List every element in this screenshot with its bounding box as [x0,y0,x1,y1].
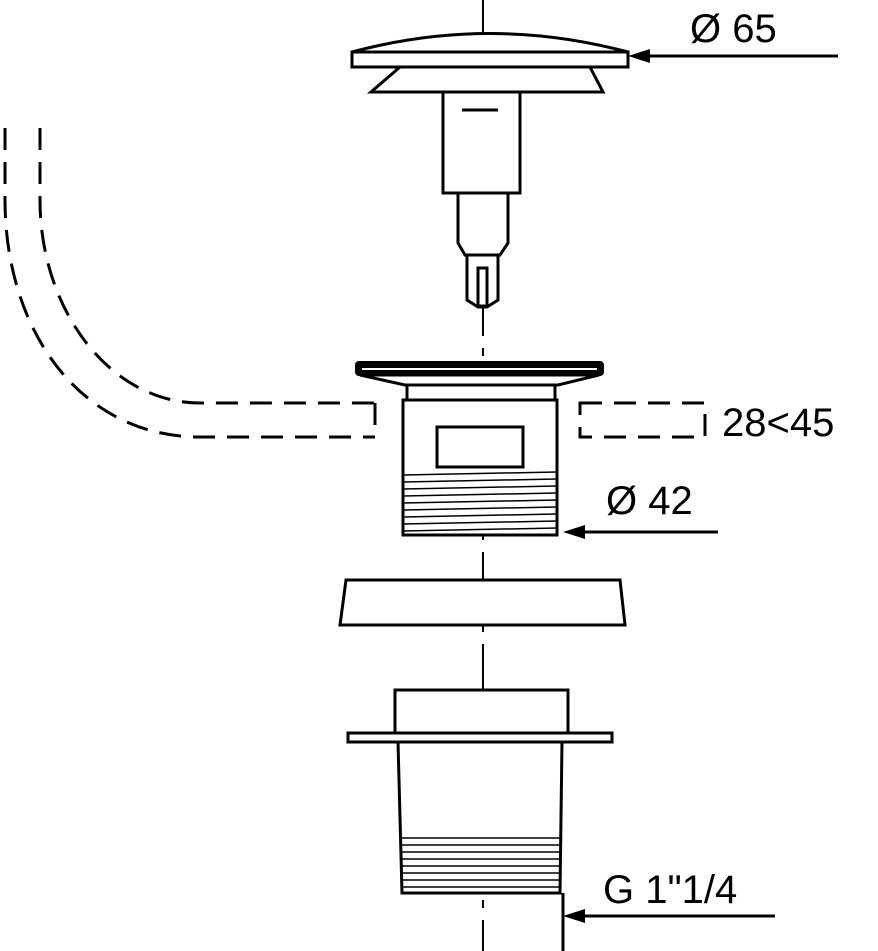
arrow-icon [563,909,585,923]
pop-up-cap [350,32,630,309]
dimension-thread: G 1"1/4 [561,868,775,951]
dimension-cap: Ø 65 [628,7,838,63]
washer [338,578,627,627]
arrow-icon [563,525,585,539]
body-diameter-label: Ø 42 [606,479,693,523]
dimension-body: Ø 42 [563,479,718,539]
body-threads [402,471,558,532]
arrow-icon [628,49,650,63]
cap-diameter-label: Ø 65 [690,7,777,51]
basin-thickness-label: 28<45 [722,401,834,445]
lower-nut [346,688,614,895]
drain-body [355,361,604,537]
overflow-pipe [3,128,707,439]
thread-label: G 1"1/4 [603,868,737,912]
